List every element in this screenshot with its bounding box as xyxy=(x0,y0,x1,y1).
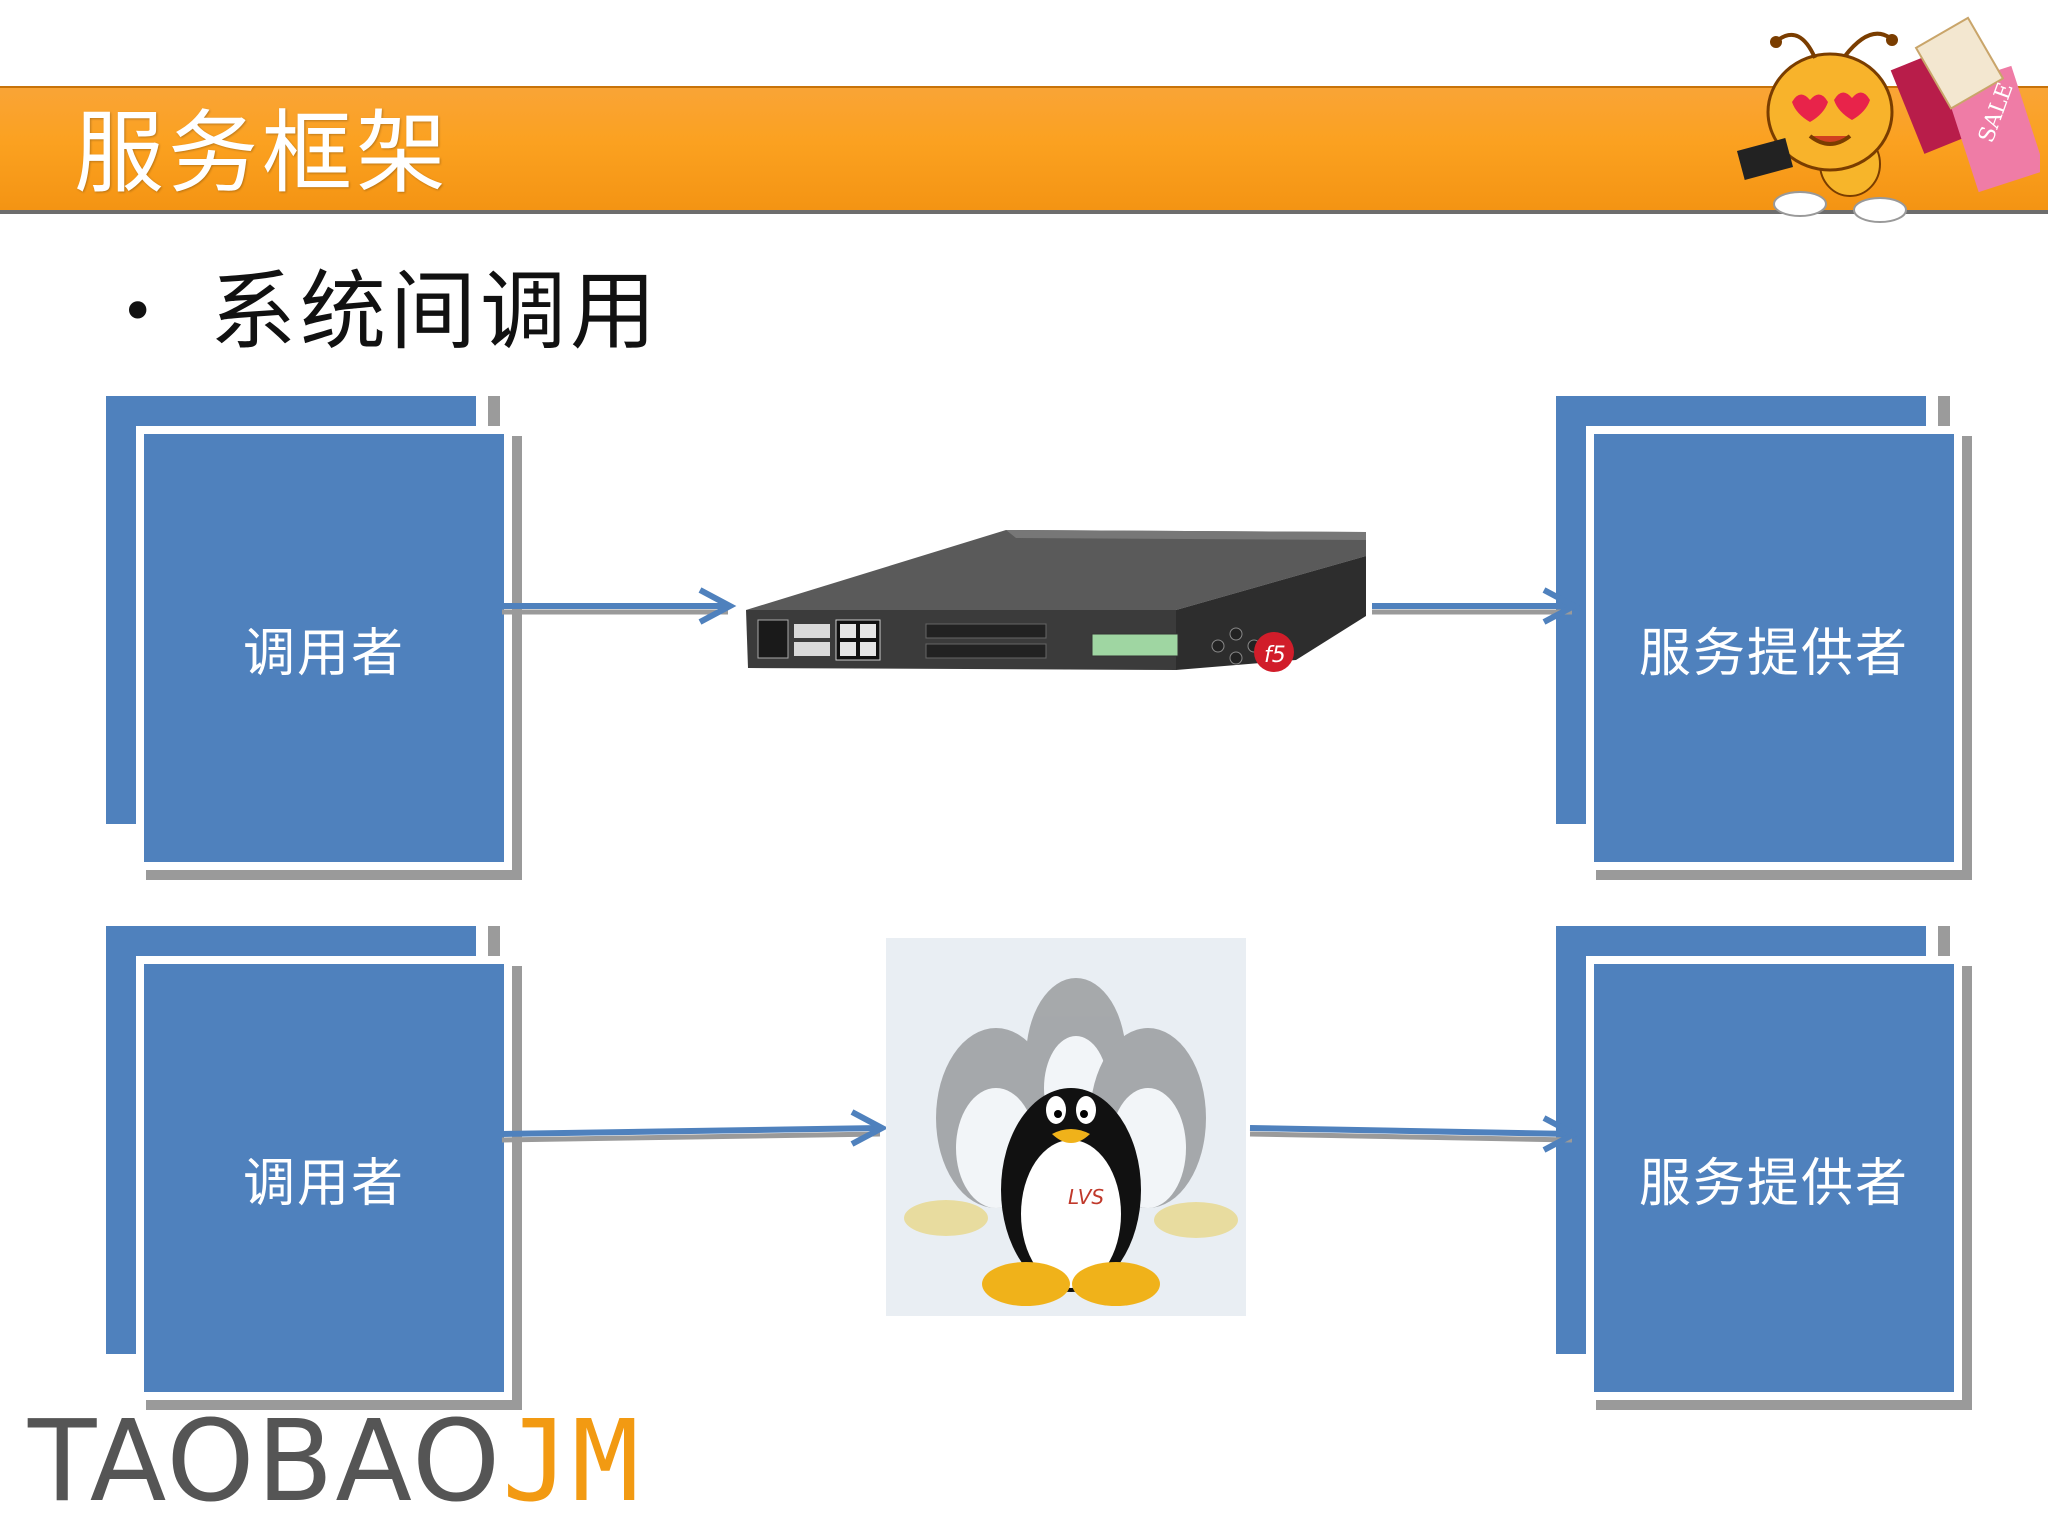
bullet-marker: • xyxy=(120,277,156,347)
caller-label-1: 调用者 xyxy=(242,623,405,684)
logo-text-jm: JM xyxy=(502,1397,642,1527)
provider-box-2-front: 服务提供者 xyxy=(1586,956,1962,1400)
arrow-lvs-to-provider2 xyxy=(1249,1115,1581,1153)
shopping-bags-icon: SALE xyxy=(1890,16,2040,193)
arrow-caller2-to-lvs xyxy=(501,1109,889,1147)
caller-box-1-front: 调用者 xyxy=(136,426,512,870)
provider-box-1: 服务提供者 xyxy=(1556,396,1976,870)
bullet-text: 系统间调用 xyxy=(210,262,660,362)
lvs-label: LVS xyxy=(1068,1185,1104,1209)
provider-label-1: 服务提供者 xyxy=(1638,623,1909,684)
ant-mascot-icon: SALE xyxy=(1736,16,2040,223)
slide-title: 服务框架 xyxy=(74,101,450,206)
logo-text-taobao: TAOBAO xyxy=(28,1397,503,1527)
caller-box-2: 调用者 xyxy=(106,926,526,1400)
f5-load-balancer-icon: f5 xyxy=(746,530,1366,672)
caller-box-2-front: 调用者 xyxy=(136,956,512,1400)
lvs-penguins-icon: LVS xyxy=(886,938,1246,1316)
header-banner xyxy=(0,86,2048,214)
provider-box-2: 服务提供者 xyxy=(1556,926,1976,1400)
caller-box-1: 调用者 xyxy=(106,396,526,870)
arrow-caller1-to-f5 xyxy=(502,587,737,625)
taobao-jm-logo: TAOBAOJM xyxy=(28,1402,641,1522)
svg-text:f5: f5 xyxy=(1264,643,1286,668)
arrow-f5-to-provider1 xyxy=(1372,587,1581,625)
provider-box-1-front: 服务提供者 xyxy=(1586,426,1962,870)
bullet-item: • 系统间调用 xyxy=(120,262,660,362)
caller-label-2: 调用者 xyxy=(242,1153,405,1214)
provider-label-2: 服务提供者 xyxy=(1638,1153,1909,1214)
